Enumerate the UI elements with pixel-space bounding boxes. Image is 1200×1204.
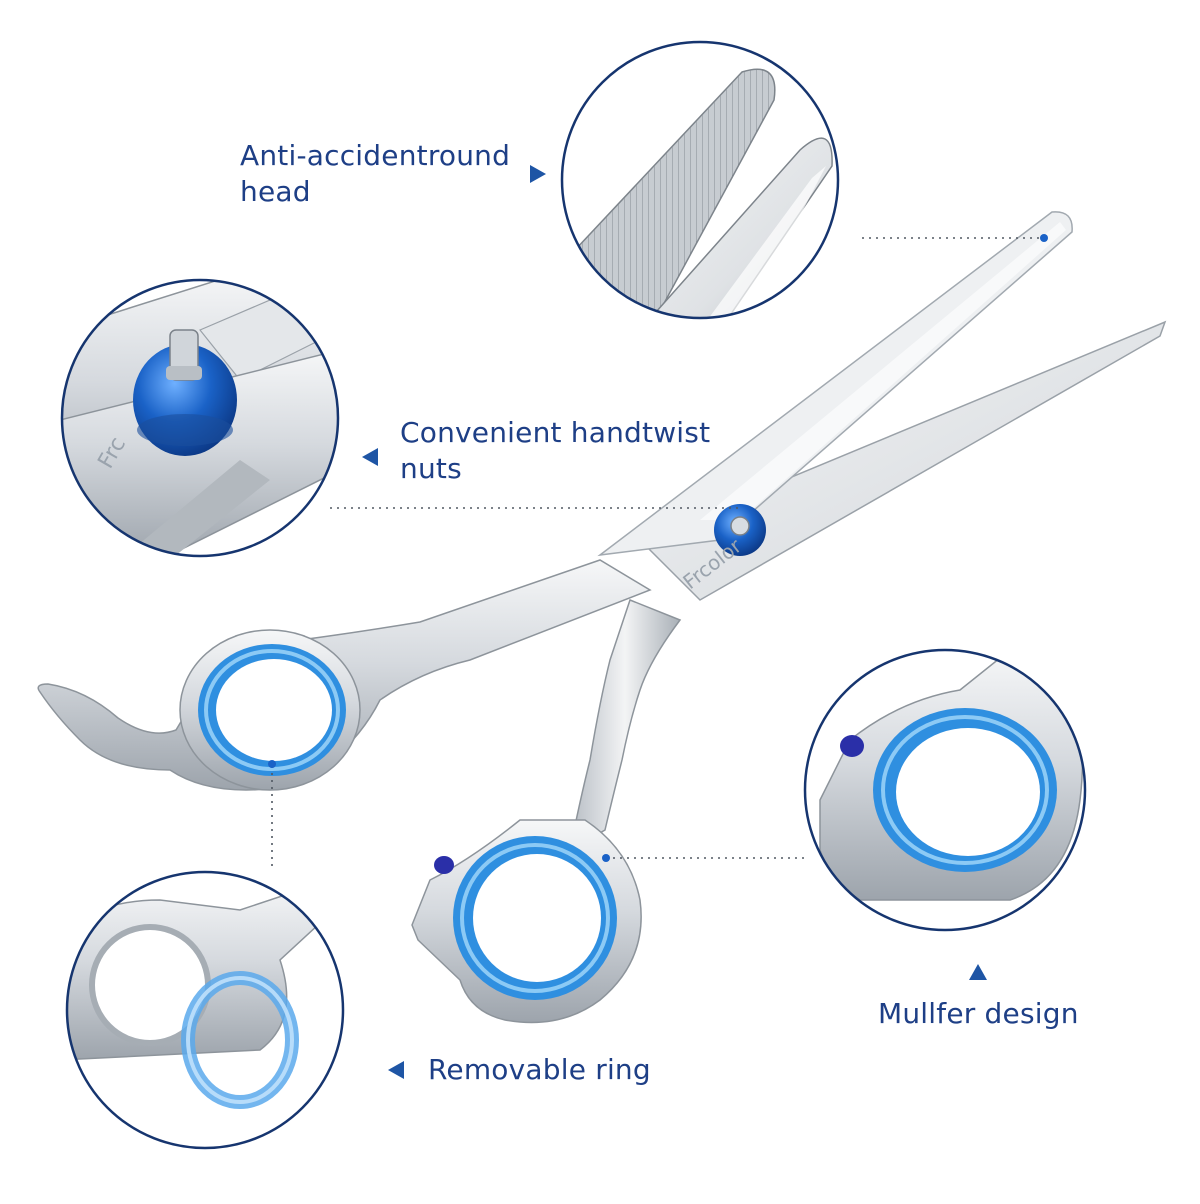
removable-ring-label-text: Removable ring bbox=[428, 1053, 651, 1086]
handtwist-nuts-label-line1: Convenient handtwist bbox=[400, 416, 711, 449]
muffler-design-label: Mullfer design bbox=[878, 996, 1079, 1032]
round-head-label: Anti-accidentround head bbox=[240, 138, 510, 210]
main-scissors: Frcolor bbox=[37, 211, 1167, 1024]
muffler-design-label-text: Mullfer design bbox=[878, 997, 1079, 1030]
handtwist-nuts-label: Convenient handtwist nuts bbox=[400, 415, 710, 487]
tip-pointer-icon bbox=[530, 165, 546, 183]
detail-circle-muffler bbox=[803, 648, 1087, 932]
round-head-label-line1: Anti-accidentround bbox=[240, 139, 511, 172]
nuts-pointer-icon bbox=[362, 448, 378, 466]
muffler-marker-dot bbox=[602, 854, 610, 862]
ring-pointer-icon bbox=[388, 1061, 404, 1079]
round-head-label-line2: head bbox=[240, 175, 311, 208]
detail-circle-removable-ring bbox=[65, 870, 345, 1150]
handtwist-nuts-label-line2: nuts bbox=[400, 452, 462, 485]
ring-marker-dot bbox=[268, 760, 276, 768]
removable-ring-label: Removable ring bbox=[428, 1052, 651, 1088]
detail-circle-nut: Frc bbox=[60, 278, 340, 558]
detail-circle-round-head bbox=[560, 40, 840, 320]
tip-marker-dot bbox=[1040, 234, 1048, 242]
muffler-pointer-icon bbox=[969, 964, 987, 980]
leader-lines bbox=[271, 237, 1042, 870]
